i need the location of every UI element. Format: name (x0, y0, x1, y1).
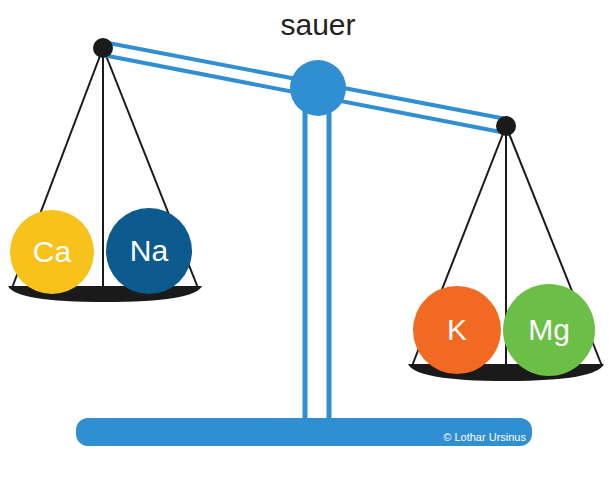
title: sauer (280, 8, 355, 42)
element-symbol: K (447, 315, 467, 345)
beam-end-dot (496, 116, 516, 136)
scale-post (305, 100, 329, 422)
scale-base (76, 418, 532, 446)
circle-fill (10, 210, 94, 294)
circle-fill (413, 286, 501, 374)
scale-beam (103, 42, 506, 133)
text-holder: K (413, 286, 501, 374)
beam-pivot (290, 60, 346, 116)
copyright-note: © Lothar Ursinus (443, 431, 526, 443)
calcium-circle: Ca (10, 210, 94, 294)
circle-fill (503, 284, 595, 376)
potassium-circle: K (413, 286, 501, 374)
circle-fill (106, 208, 192, 294)
text-holder: Mg (503, 284, 595, 376)
text-holder: Ca (10, 210, 94, 294)
element-symbol: Na (130, 236, 168, 266)
text-holder: Na (106, 208, 192, 294)
beam-end-dot (93, 38, 113, 58)
magnesium-circle: Mg (503, 284, 595, 376)
element-symbol: Mg (528, 315, 570, 345)
element-symbol: Ca (33, 237, 71, 267)
sodium-circle: Na (106, 208, 192, 294)
